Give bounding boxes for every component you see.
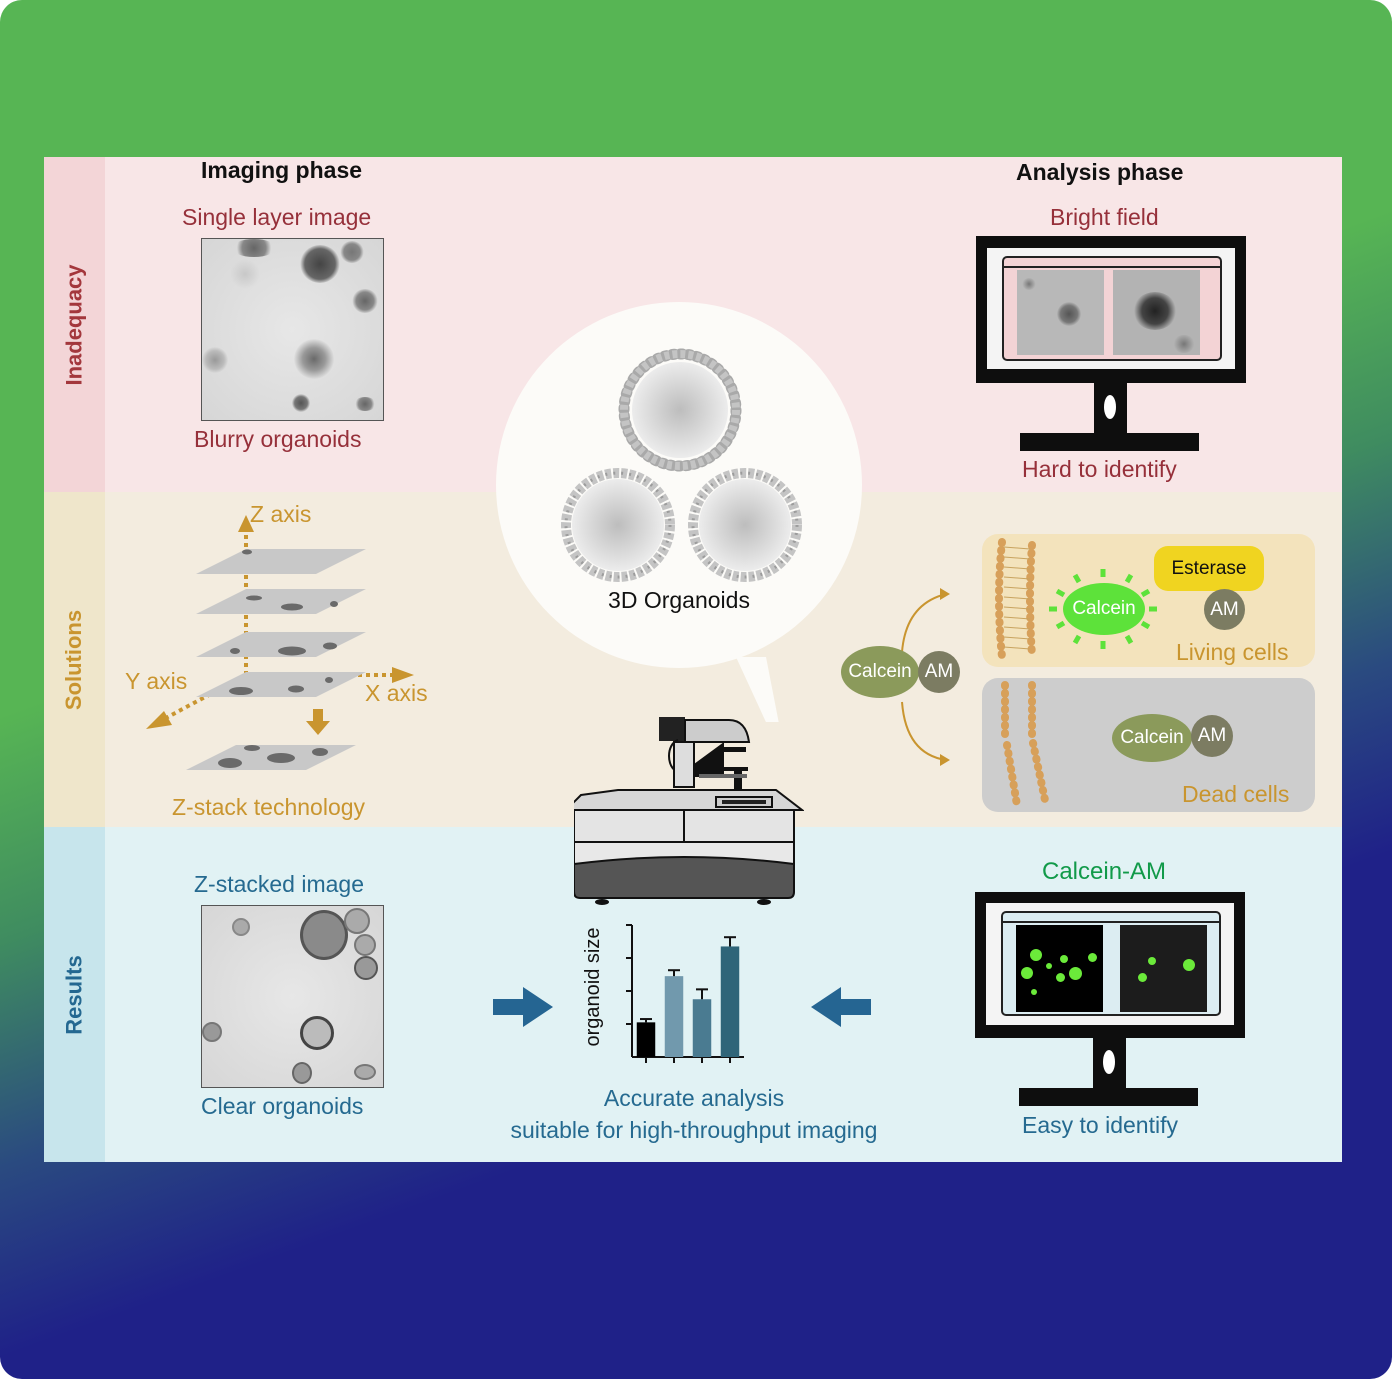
fluorescent-image-dead	[1120, 925, 1207, 1012]
right-arrow-icon	[493, 987, 553, 1027]
x-axis-arrowhead	[392, 667, 414, 683]
broken-membrane-icon	[1001, 681, 1049, 809]
z-axis-arrowhead	[238, 515, 254, 532]
bright-field-image-right	[1113, 270, 1200, 355]
window-titlebar	[1003, 913, 1219, 923]
bar-2	[664, 976, 684, 1057]
left-arrow-icon	[811, 987, 871, 1027]
summary-line-1: Accurate analysis	[603, 1085, 785, 1111]
organoid-irregular	[618, 348, 742, 472]
z-stacked-title: Z-stacked image	[194, 871, 365, 897]
row-label-text: Results	[61, 954, 87, 1035]
z-axis-label: Z axis	[250, 501, 312, 527]
clear-micrograph	[201, 905, 384, 1088]
monitor-neck-hole	[1103, 1050, 1115, 1074]
am-group: AM	[918, 651, 960, 693]
am-group-dead: AM	[1191, 715, 1233, 757]
monitor-base	[1019, 1088, 1198, 1106]
calcein-am-title: Calcein-AM	[1042, 858, 1167, 885]
esterase-enzyme: Esterase	[1154, 546, 1264, 591]
chart-ylabel: organoid size	[582, 928, 604, 1047]
camera	[659, 717, 685, 741]
intact-membrane-icon	[995, 538, 1036, 661]
organoid-size-chart: organoid size	[582, 924, 744, 1063]
monitor-base	[1020, 433, 1199, 451]
row-label-results: Results	[44, 827, 105, 1162]
x-axis-label: X axis	[365, 680, 428, 706]
blurry-organoids-caption: Blurry organoids	[194, 426, 362, 452]
arrow-to-living	[901, 593, 947, 653]
calcein-molecule: Calcein	[841, 646, 919, 698]
organoid-round-right	[688, 468, 802, 582]
z-stack-diagram	[146, 515, 414, 770]
imaging-phase-header: Imaging phase	[201, 157, 363, 183]
chart-bars	[636, 936, 740, 1057]
down-arrow-icon	[306, 709, 330, 735]
z-stack-technology-label: Z-stack technology	[172, 794, 366, 820]
fluorescent-image-living	[1016, 925, 1103, 1012]
row-label-solutions: Solutions	[44, 492, 105, 827]
am-cleaved: AM	[1204, 589, 1245, 630]
bright-field-image-left	[1017, 270, 1104, 355]
summary-line-2: suitable for high-throughput imaging	[510, 1117, 878, 1143]
bright-field-title: Bright field	[1050, 204, 1159, 230]
y-axis-arrowhead	[146, 711, 172, 729]
pathway-arrows	[901, 588, 950, 766]
bubble-pointer	[736, 657, 779, 722]
row-label-text: Solutions	[61, 609, 87, 710]
analysis-phase-header: Analysis phase	[1016, 159, 1184, 185]
microscope-icon	[574, 717, 804, 905]
calcein-fluorescent: Calcein	[1063, 583, 1145, 635]
row-label-inadequacy: Inadequacy	[44, 157, 105, 492]
easy-to-identify-caption: Easy to identify	[1022, 1112, 1178, 1138]
blurry-micrograph	[201, 238, 384, 421]
bar-4	[720, 946, 740, 1057]
fluorescence-glow	[1049, 569, 1157, 649]
hard-to-identify-caption: Hard to identify	[1022, 456, 1177, 482]
row-label-text: Inadequacy	[61, 263, 87, 386]
monitor-neck-hole	[1104, 395, 1116, 419]
app-window	[1001, 911, 1221, 1016]
bar-3	[692, 999, 712, 1057]
figure-panel: Inadequacy Solutions Results Imaging pha…	[44, 157, 1342, 1162]
y-axis-label: Y axis	[125, 668, 188, 694]
calcein-molecule-dead: Calcein	[1112, 714, 1192, 762]
bar-1	[636, 1022, 656, 1057]
arrow-to-dead	[901, 701, 947, 761]
3d-organoids-label: 3D Organoids	[608, 587, 750, 613]
z-slices	[196, 549, 366, 697]
organoid-round-left	[561, 468, 675, 582]
living-cells-label: Living cells	[1176, 639, 1289, 665]
organoids-illustration	[561, 348, 802, 722]
dead-cells-label: Dead cells	[1182, 781, 1290, 807]
z-stack-composite-slice	[186, 745, 356, 770]
app-window	[1002, 256, 1222, 361]
window-titlebar	[1004, 258, 1220, 268]
clear-organoids-caption: Clear organoids	[201, 1093, 364, 1119]
single-layer-title: Single layer image	[182, 204, 372, 230]
